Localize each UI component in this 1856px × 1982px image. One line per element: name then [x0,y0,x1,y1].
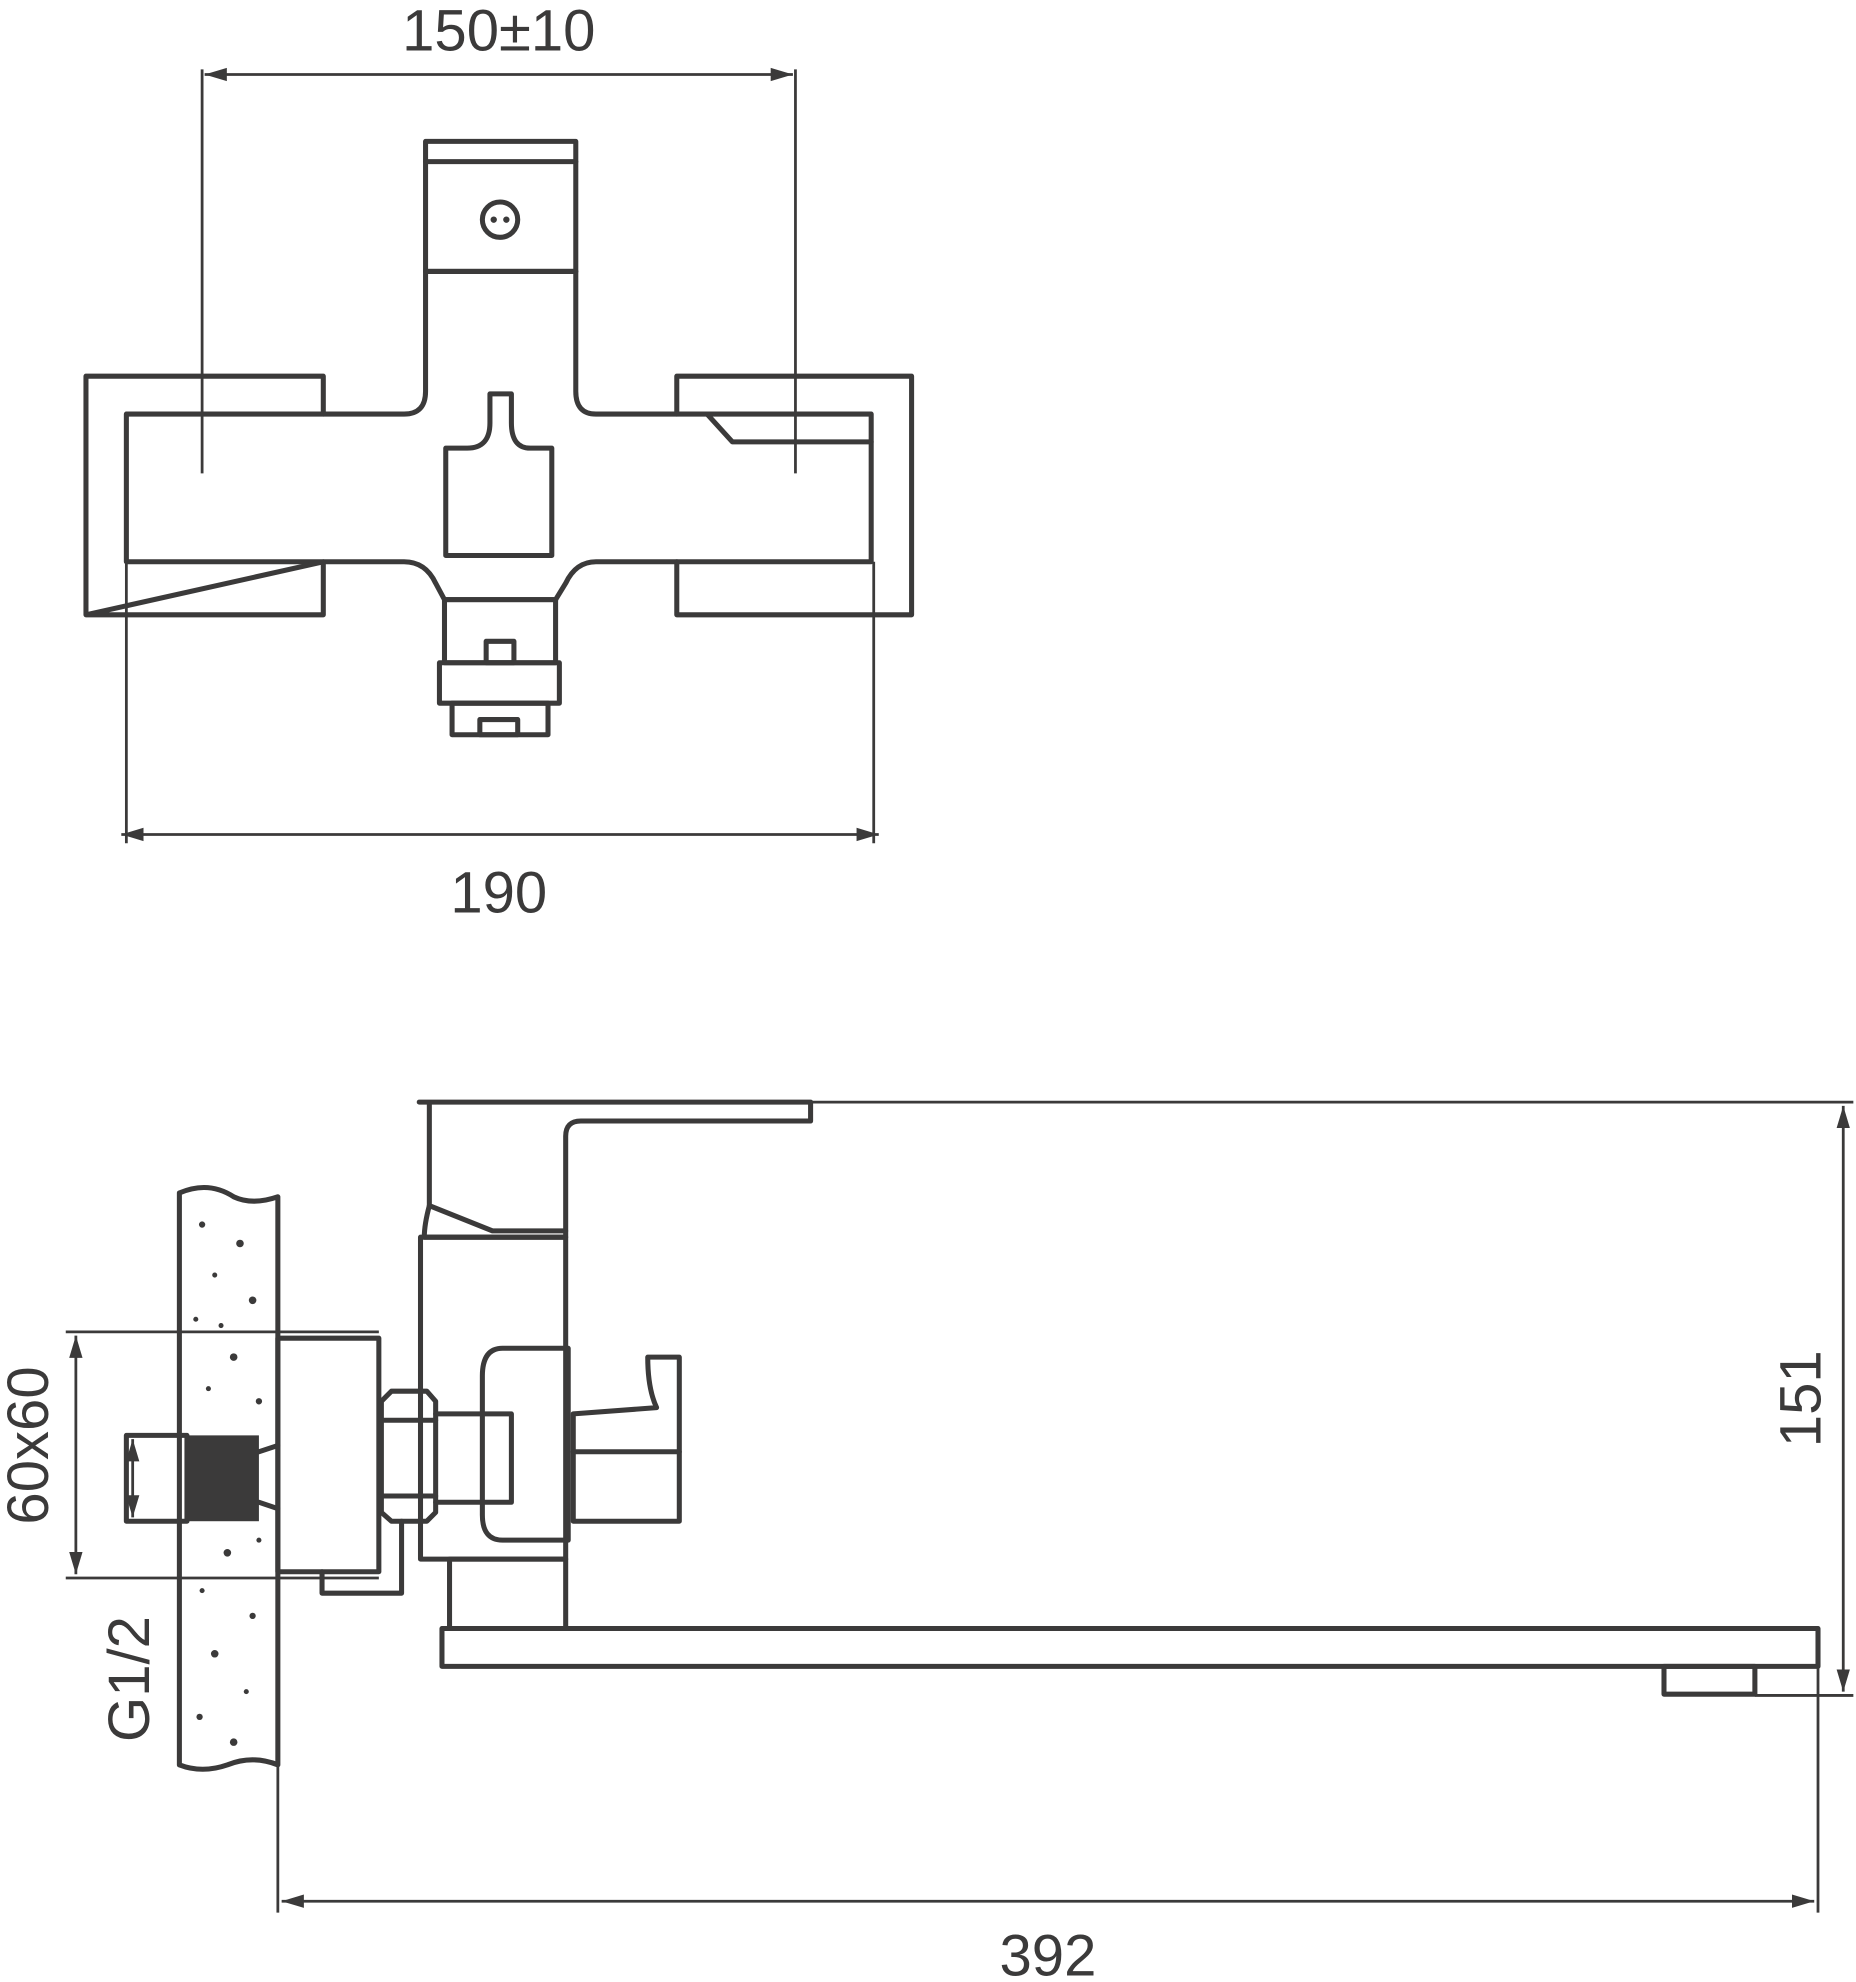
diverter [443,391,555,558]
mixer-body-outline [123,268,874,603]
spout-outlet-top [436,597,562,738]
thread-connector: G1/2 [97,1432,281,1742]
dimension-label-thread: G1/2 [97,1616,162,1742]
left-eccentric [83,373,326,618]
dimension-392: 392 [276,1666,1820,1982]
screw-icon [479,199,521,240]
dimension-150: 150±10 [200,0,797,474]
side-view: 60x60 G1/2 151 392 [0,1099,1854,1982]
spout [439,1625,1821,1697]
dimension-label-flange: 60x60 [0,1366,61,1524]
hex-nut [378,1388,439,1524]
mixer-body-side [416,1099,814,1632]
dimension-label-centers: 150±10 [402,0,595,63]
dimension-190: 190 [121,561,879,926]
right-eccentric [674,373,915,618]
dimension-label-height: 151 [1769,1350,1834,1447]
top-view: 150±10 190 [83,0,915,926]
dimension-label-width: 190 [450,861,547,926]
dimension-label-length: 392 [999,1924,1096,1982]
top-handle [423,138,579,274]
dimension-151: 151 [810,1100,1854,1697]
dimension-60x60: 60x60 [0,1330,379,1580]
